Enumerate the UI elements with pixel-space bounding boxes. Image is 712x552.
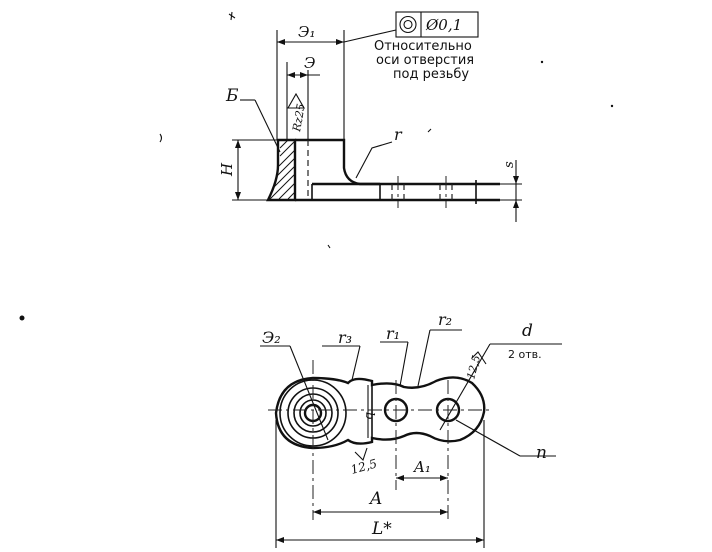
label-e: Э	[304, 54, 315, 72]
note-line-3: под резьбу	[393, 67, 469, 82]
flange-plate	[312, 176, 500, 208]
label-r2: r₂	[438, 310, 452, 329]
label-r3: r₃	[338, 328, 352, 347]
dimension-a1: A₁	[396, 458, 448, 481]
label-e2: Э₂	[262, 328, 281, 347]
tolerance-value: Ø0,1	[425, 16, 462, 34]
stray-dot	[19, 315, 25, 321]
stray-dot	[610, 104, 614, 108]
dimension-a: A	[313, 489, 448, 515]
label-b: Б	[225, 86, 239, 106]
tolerance-frame: Ø0,1	[343, 11, 479, 43]
reference-note: Относительно оси отверстия под резьбу	[374, 39, 474, 82]
stray-dot	[540, 60, 544, 64]
stray-mark	[228, 11, 236, 21]
dimension-l: L*	[275, 420, 485, 548]
label-s: s	[502, 161, 517, 168]
dimension-h: H	[218, 139, 295, 201]
dimension-s: s	[500, 160, 522, 222]
section-view: Э₁ Э Ø0,1 Относительно оси отверстия под…	[218, 11, 522, 222]
concentricity-symbol	[399, 15, 417, 34]
dimension-e: Э	[287, 54, 320, 78]
note-line-1: Относительно	[374, 39, 472, 54]
roughness-mark-bottom: 12,5	[349, 447, 379, 477]
label-roughness-bottom: 12,5	[349, 456, 378, 476]
label-roughness-right: 12,5	[464, 354, 483, 381]
label-l-star: L*	[371, 519, 392, 539]
dimension-b: b	[363, 385, 377, 438]
hatched-section	[266, 138, 297, 202]
roughness-mark-right: 12,5	[464, 351, 487, 381]
label-a: A	[368, 489, 382, 509]
note-line-2: оси отверстия	[376, 53, 474, 68]
label-r: r	[394, 125, 403, 144]
stray-mark	[327, 244, 331, 249]
plan-view: Э₂ r₃ r₁ r₂ d 2 отв. 12,5 b 12,5	[260, 310, 562, 548]
stray-mark	[427, 128, 432, 133]
label-d: d	[522, 321, 533, 341]
label-roughness: Rz25	[290, 103, 308, 134]
roughness-mark-rz25: Rz25	[287, 92, 308, 134]
label-b-small: b	[363, 412, 377, 420]
label-r1: r₁	[386, 324, 400, 343]
part-outline	[274, 376, 486, 450]
label-holes-count: 2 отв.	[508, 348, 542, 361]
label-h: H	[218, 162, 236, 177]
label-a1: A₁	[412, 458, 431, 476]
stray-mark	[159, 133, 163, 143]
dimension-e1: Э₁	[277, 23, 344, 45]
label-n: n	[536, 443, 547, 463]
label-e1: Э₁	[298, 23, 316, 41]
